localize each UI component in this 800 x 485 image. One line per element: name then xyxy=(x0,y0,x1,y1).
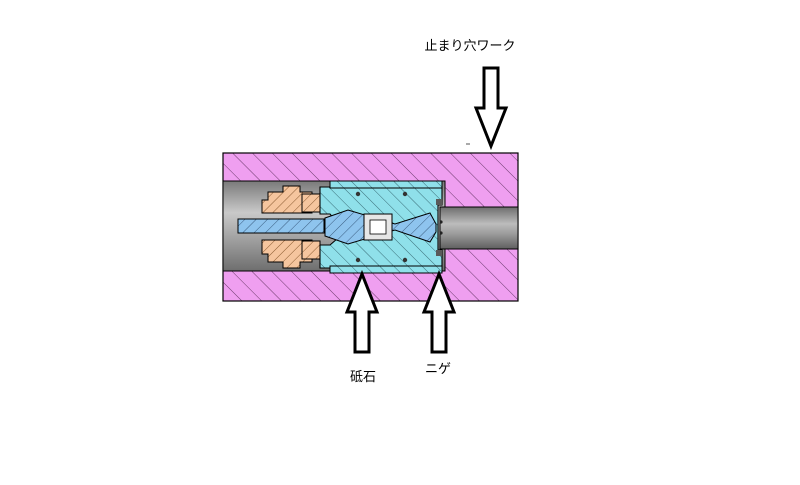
relief-arrow xyxy=(421,269,457,354)
relief-label: ニゲ xyxy=(425,362,451,377)
stone-arrow xyxy=(344,269,380,354)
honing-stone-body xyxy=(319,180,443,274)
workpiece-label: 止まり穴ワーク xyxy=(424,39,515,54)
drive-shaft xyxy=(237,218,325,234)
workpiece-arrow xyxy=(473,66,509,151)
stone-label: 砥石 xyxy=(350,370,376,385)
